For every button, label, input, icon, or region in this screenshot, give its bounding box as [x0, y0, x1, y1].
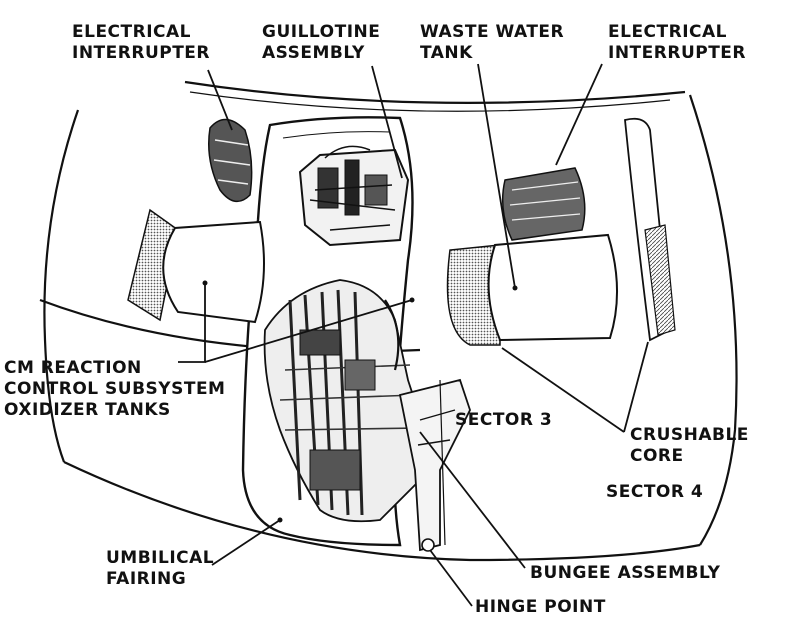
label-sector-3: SECTOR 3 — [455, 410, 553, 430]
crushable-core-strut — [624, 117, 676, 342]
label-electrical-interrupter-right: ELECTRICAL INTERRUPTER — [608, 22, 747, 63]
upper-rim-curve-inner — [189, 91, 671, 112]
left-electrical-interrupter — [208, 118, 253, 203]
label-crushable-core: CRUSHABLE CORE — [630, 425, 749, 466]
leader-crushable-core-a — [501, 347, 625, 433]
spacecraft-body — [39, 80, 738, 562]
upper-rim-curve — [184, 80, 686, 104]
label-guillotine-assembly: GUILLOTINE ASSEMBLY — [262, 22, 381, 63]
label-sector-4: SECTOR 4 — [606, 482, 704, 502]
waste-water-tank — [446, 233, 619, 346]
label-hinge-point: HINGE POINT — [475, 597, 606, 617]
label-electrical-interrupter-left: ELECTRICAL INTERRUPTER — [72, 22, 211, 63]
leader-crushable-core-b — [623, 341, 649, 433]
leader-hinge-point — [429, 549, 473, 607]
lower-rim-curve — [63, 461, 701, 562]
label-umbilical-fairing: UMBILICAL FAIRING — [106, 548, 215, 589]
central-harness — [263, 279, 442, 523]
left-oxidizer-tank — [127, 208, 265, 324]
leader-bungee-assembly — [419, 431, 526, 569]
leader-electrical-interrupter-right — [555, 63, 603, 166]
guillotine-machinery — [298, 145, 410, 247]
left-outer-edge — [43, 109, 80, 463]
leader-electrical-interrupter-left — [207, 69, 233, 131]
leader-cm-rcs-right — [204, 299, 413, 363]
label-cm-rcs-oxidizer-tanks: CM REACTION CONTROL SUBSYSTEM OXIDIZER T… — [4, 358, 226, 420]
right-outer-edge — [688, 94, 738, 546]
leader-guillotine — [371, 65, 403, 179]
leader-lines — [178, 63, 649, 607]
label-waste-water-tank: WASTE WATER TANK — [420, 22, 565, 63]
leader-waste-water-tank — [477, 63, 516, 289]
right-electrical-interrupter — [501, 167, 586, 241]
leader-markers — [202, 280, 518, 523]
label-bungee-assembly: BUNGEE ASSEMBLY — [530, 563, 721, 583]
leader-umbilical-fairing — [211, 519, 281, 566]
